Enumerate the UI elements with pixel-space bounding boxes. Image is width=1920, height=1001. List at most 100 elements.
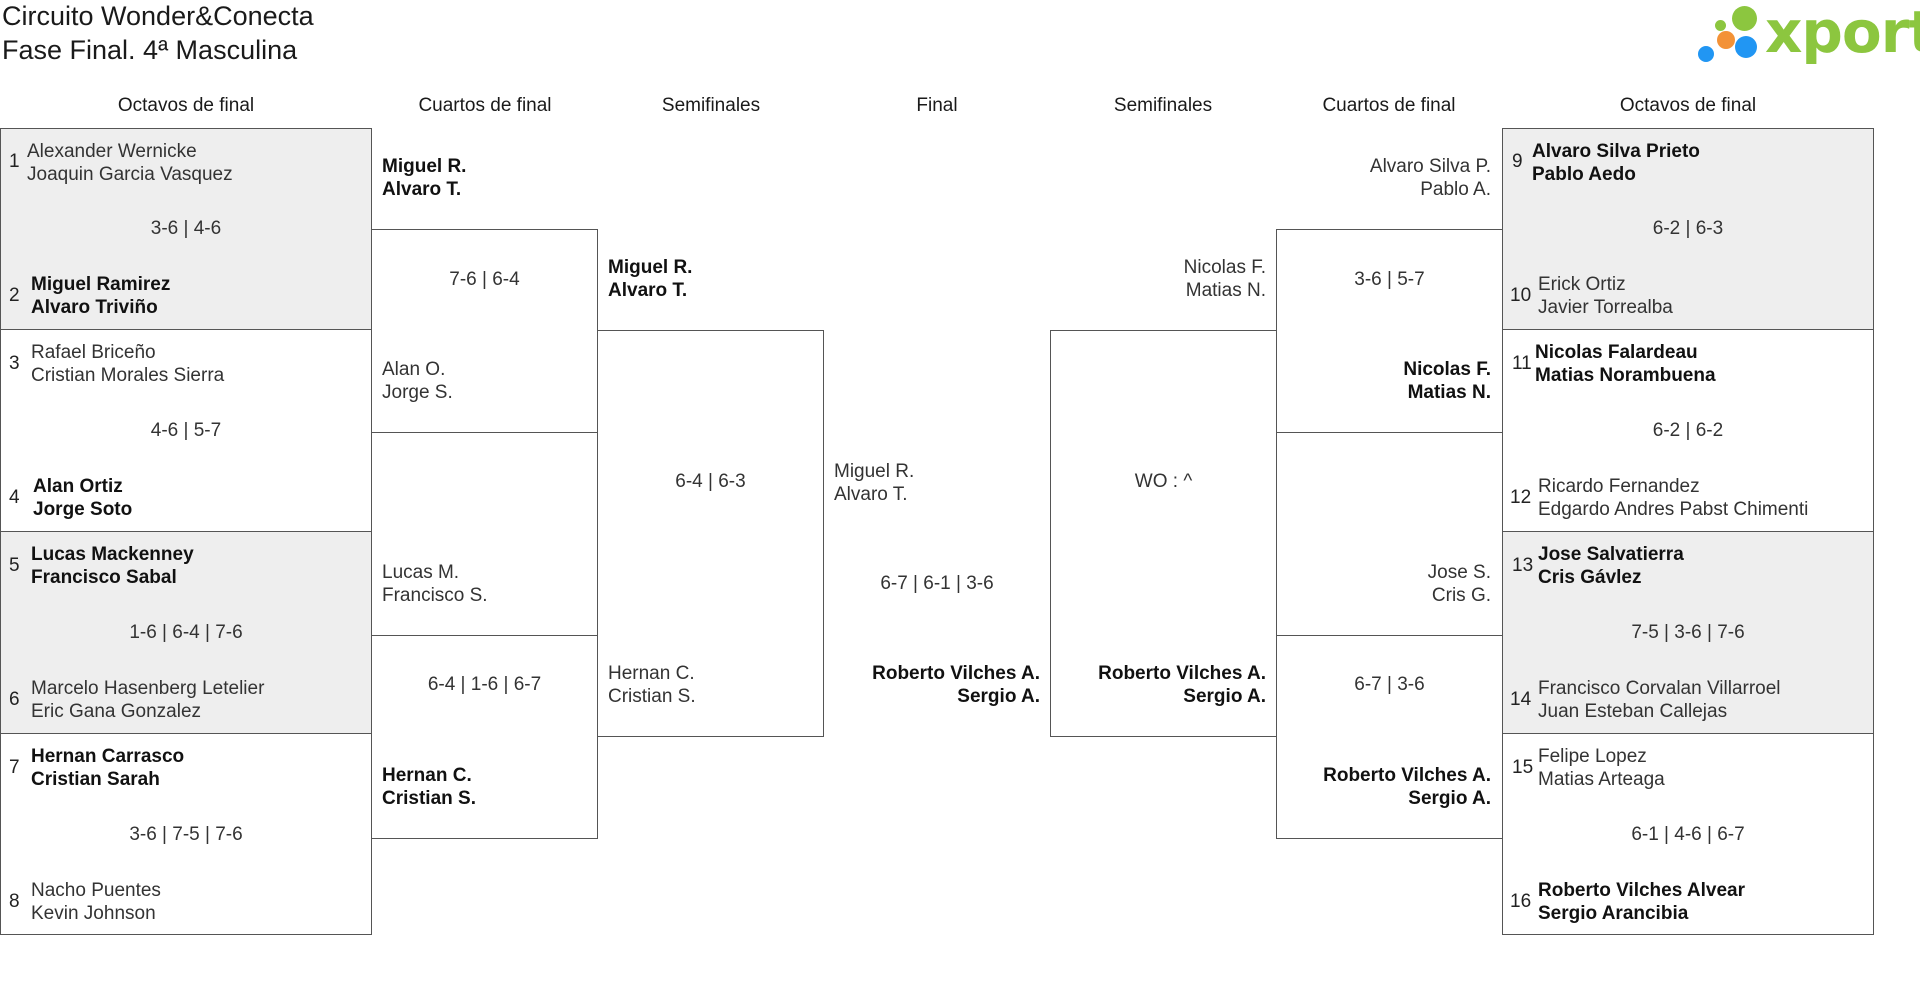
match-score: 3-6 | 7-5 | 7-6 — [129, 824, 243, 845]
player-name: Miguel R. — [834, 461, 915, 482]
player-name: Cris G. — [1431, 585, 1491, 606]
logo-dot-small-green — [1715, 20, 1726, 31]
seed-number: 10 — [1510, 285, 1532, 306]
player-name: Miguel R. — [608, 257, 693, 278]
match-score: 7-6 | 6-4 — [449, 269, 520, 290]
player-name: Roberto Vilches A. — [872, 663, 1040, 684]
player-name: Roberto Vilches Alvear — [1538, 880, 1745, 901]
team-pair[interactable]: Francisco Corvalan Villarroel Juan Esteb… — [1538, 677, 1781, 723]
team-pair[interactable]: Hernan C. Cristian S. — [608, 662, 696, 708]
team-pair[interactable]: Alexander Wernicke Joaquin Garcia Vasque… — [27, 140, 233, 186]
player-name: Cristian S. — [608, 686, 696, 707]
final-score: 6-7 | 6-1 | 3-6 — [880, 573, 994, 594]
team-pair[interactable]: Nacho Puentes Kevin Johnson — [31, 879, 161, 925]
match-cuartos-right-1[interactable] — [1276, 229, 1503, 433]
team-pair[interactable]: Erick Ortiz Javier Torrealba — [1538, 273, 1673, 319]
team-pair[interactable]: Miguel R. Alvaro T. — [834, 460, 914, 506]
match-octavos-left-1[interactable] — [0, 128, 372, 330]
player-name: Francisco Corvalan Villarroel — [1538, 678, 1781, 699]
match-score: 6-2 | 6-2 — [1652, 420, 1724, 441]
team-pair[interactable]: Lucas M. Francisco S. — [382, 561, 488, 607]
player-name: Matias Arteaga — [1538, 769, 1665, 790]
match-octavos-right-3[interactable] — [1502, 531, 1874, 734]
team-pair-winner[interactable]: Nicolas F. Matias N. — [1403, 358, 1491, 404]
tournament-title: Circuito Wonder&Conecta — [2, 1, 314, 31]
player-name: Matias N. — [1407, 382, 1491, 403]
player-name: Alan Ortiz — [33, 476, 123, 497]
match-octavos-right-4[interactable] — [1502, 733, 1874, 935]
player-name: Hernan Carrasco — [31, 746, 185, 767]
team-pair-winner[interactable]: Roberto Vilches A. Sergio A. — [872, 662, 1040, 708]
match-score: WO : ^ — [1134, 471, 1193, 492]
team-pair-winner[interactable]: Hernan C. Cristian S. — [382, 764, 476, 810]
player-name: Felipe Lopez — [1538, 746, 1647, 767]
match-semis-left[interactable] — [597, 330, 824, 737]
match-octavos-left-2[interactable] — [0, 329, 372, 532]
match-score: 6-4 | 1-6 | 6-7 — [427, 674, 542, 695]
player-name: Jorge Soto — [33, 499, 133, 520]
logo-dot-orange — [1717, 31, 1735, 49]
header-semis-right: Semifinales — [1113, 95, 1213, 116]
match-cuartos-left-1[interactable] — [371, 229, 598, 433]
match-score: 6-1 | 4-6 | 6-7 — [1631, 824, 1745, 845]
player-name: Juan Esteban Callejas — [1538, 701, 1728, 722]
match-octavos-right-1[interactable] — [1502, 128, 1874, 330]
header-octavos-right: Octavos de final — [1619, 95, 1757, 116]
team-pair-winner[interactable]: Miguel R. Alvaro T. — [382, 155, 466, 201]
team-pair-winner[interactable]: Miguel R. Alvaro T. — [608, 256, 692, 302]
team-pair[interactable]: Marcelo Hasenberg Letelier Eric Gana Gon… — [31, 677, 264, 723]
player-name: Cris Gávlez — [1538, 567, 1642, 588]
team-pair-winner[interactable]: Alan Ortiz Jorge Soto — [33, 475, 132, 521]
match-octavos-left-4[interactable] — [0, 733, 372, 935]
match-semis-right[interactable] — [1050, 330, 1277, 737]
seed-number: 8 — [9, 891, 20, 912]
seed-number: 13 — [1512, 555, 1534, 576]
player-name: Edgardo Andres Pabst Chimenti — [1538, 499, 1809, 520]
player-name: Matias N. — [1185, 280, 1266, 301]
xporty-logo[interactable]: xporty — [1695, 0, 1920, 72]
seed-number: 5 — [9, 555, 20, 576]
player-name: Roberto Vilches A. — [1323, 765, 1491, 786]
seed-number: 16 — [1510, 891, 1532, 912]
player-name: Alvaro T. — [834, 484, 908, 505]
player-name: Rafael Briceño — [31, 342, 156, 363]
seed-number: 2 — [9, 285, 20, 306]
team-pair[interactable]: Ricardo Fernandez Edgardo Andres Pabst C… — [1538, 475, 1808, 521]
team-pair[interactable]: Jose S. Cris G. — [1428, 561, 1491, 607]
seed-number: 12 — [1510, 487, 1532, 508]
player-name: Alan O. — [382, 359, 446, 380]
team-pair-winner[interactable]: Roberto Vilches A. Sergio A. — [1323, 764, 1491, 810]
team-pair-winner[interactable]: Nicolas Falardeau Matias Norambuena — [1535, 341, 1716, 387]
seed-number: 1 — [9, 151, 20, 172]
player-name: Francisco S. — [382, 585, 488, 606]
player-name: Nicolas F. — [1183, 257, 1266, 278]
match-score: 1-6 | 6-4 | 7-6 — [129, 622, 243, 643]
match-score: 6-4 | 6-3 — [675, 471, 746, 492]
match-cuartos-right-2[interactable] — [1276, 635, 1503, 839]
player-name: Sergio Arancibia — [1538, 903, 1689, 924]
header-cuartos-left: Cuartos de final — [418, 95, 552, 116]
team-pair[interactable]: Nicolas F. Matias N. — [1184, 256, 1266, 302]
team-pair-winner[interactable]: Alvaro Silva Prieto Pablo Aedo — [1532, 140, 1700, 186]
player-name: Pablo Aedo — [1532, 164, 1636, 185]
match-cuartos-left-2[interactable] — [371, 635, 598, 839]
team-pair-winner[interactable]: Roberto Vilches A. Sergio A. — [1098, 662, 1266, 708]
player-name: Eric Gana Gonzalez — [31, 701, 202, 722]
logo-dot-blue — [1698, 46, 1714, 62]
seed-number: 4 — [9, 487, 20, 508]
team-pair-winner[interactable]: Roberto Vilches Alvear Sergio Arancibia — [1538, 879, 1745, 925]
team-pair-winner[interactable]: Jose Salvatierra Cris Gávlez — [1538, 543, 1684, 589]
team-pair-winner[interactable]: Hernan Carrasco Cristian Sarah — [31, 745, 184, 791]
team-pair-winner[interactable]: Lucas Mackenney Francisco Sabal — [31, 543, 194, 589]
logo-text: xporty — [1765, 0, 1920, 66]
header-octavos-left: Octavos de final — [117, 95, 255, 116]
match-score: 6-2 | 6-3 — [1652, 218, 1724, 239]
seed-number: 9 — [1512, 151, 1523, 172]
team-pair[interactable]: Alvaro Silva P. Pablo A. — [1370, 155, 1491, 201]
team-pair[interactable]: Felipe Lopez Matias Arteaga — [1538, 745, 1665, 791]
seed-number: 11 — [1512, 353, 1532, 374]
team-pair[interactable]: Alan O. Jorge S. — [382, 358, 453, 404]
team-pair-winner[interactable]: Miguel Ramirez Alvaro Triviño — [31, 273, 170, 319]
match-octavos-right-2[interactable] — [1502, 329, 1874, 532]
team-pair[interactable]: Rafael Briceño Cristian Morales Sierra — [31, 341, 224, 387]
